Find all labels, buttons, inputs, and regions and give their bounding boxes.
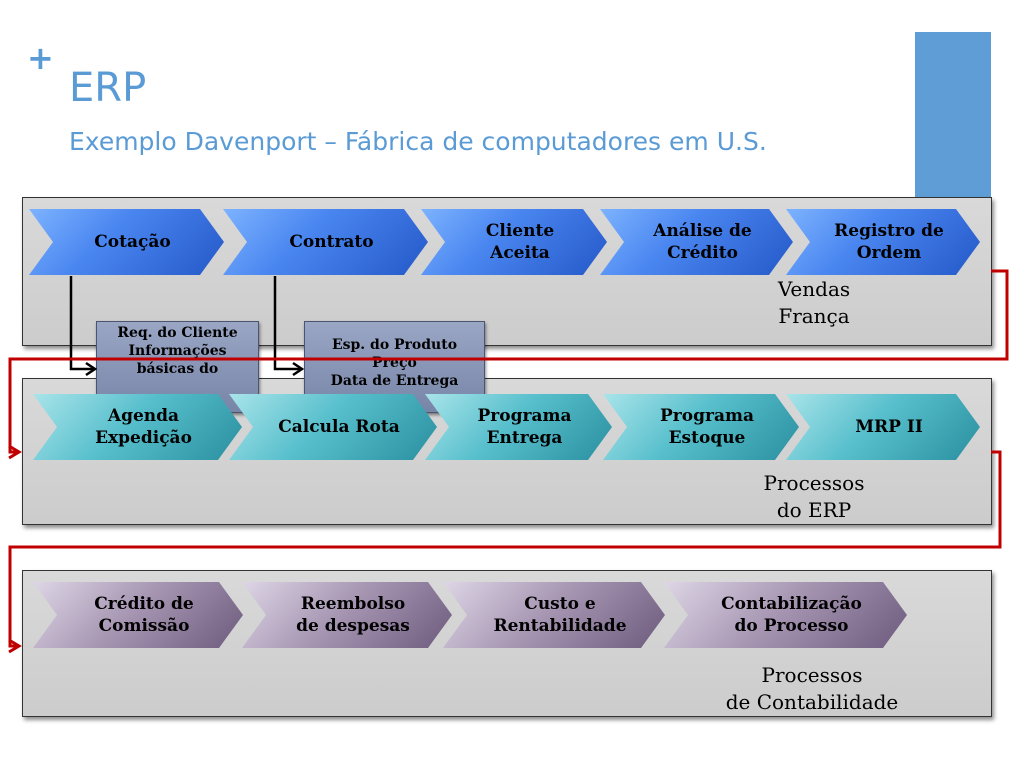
doc-line: básicas do <box>136 361 219 378</box>
doc-line: Informações <box>128 343 227 360</box>
step-label: Programa <box>477 405 572 426</box>
step-label: Custo e <box>524 593 596 614</box>
step-label: Reembolso <box>300 593 406 614</box>
step-label: de despesas <box>296 616 410 636</box>
caption-line: Vendas <box>777 277 851 301</box>
caption-processos-contabilidade: Processos de Contabilidade <box>712 662 912 716</box>
caption-line: de Contabilidade <box>725 690 899 714</box>
step-contrato: Contrato <box>223 209 428 275</box>
step-label: Contabilização <box>721 593 862 614</box>
accent-bar <box>915 32 991 209</box>
plus-icon: + <box>27 39 54 77</box>
step-label: Contrato <box>289 231 374 252</box>
step-label: Cliente <box>485 220 555 241</box>
step-calcula-rota: Calcula Rota <box>229 394 437 460</box>
caption-line: França <box>778 304 850 328</box>
caption-line: do ERP <box>776 498 852 522</box>
step-label: Cotação <box>94 231 171 252</box>
step-label: Registro de <box>834 220 944 241</box>
arrow-head-icon <box>8 444 22 460</box>
step-label: MRP II <box>855 416 923 437</box>
caption-vendas: Vendas França <box>754 276 874 330</box>
step-label: Entrega <box>486 428 563 448</box>
caption-processos-erp: Processos do ERP <box>744 470 884 524</box>
step-label: Ordem <box>856 243 922 263</box>
caption-line: Processos <box>763 471 865 495</box>
connector-sales-to-erp <box>8 269 1009 454</box>
step-label: Aceita <box>490 243 550 263</box>
arrow-head-icon <box>292 361 305 377</box>
slide-title: ERP <box>69 65 147 111</box>
step-label: do Processo <box>734 616 849 636</box>
step-label: Estoque <box>668 428 746 448</box>
step-label: Agenda <box>107 405 180 426</box>
arrow-head-icon <box>8 638 22 654</box>
doc-line: Data de Entrega <box>330 373 459 390</box>
connector-cotacao-doc <box>69 276 94 371</box>
step-label: Calcula Rota <box>278 416 400 437</box>
step-label: Crédito de <box>94 593 194 614</box>
doc-line: Req. do Cliente <box>117 325 238 341</box>
caption-line: Processos <box>761 663 863 687</box>
arrow-head-icon <box>85 361 98 377</box>
step-label: Crédito <box>667 243 738 263</box>
step-cotacao: Cotação <box>29 209 224 275</box>
connector-contrato-doc <box>273 276 301 371</box>
slide-subtitle: Exemplo Davenport – Fábrica de computado… <box>69 127 767 156</box>
step-label: Expedição <box>95 428 192 448</box>
step-mrp-ii: MRP II <box>786 394 980 460</box>
step-label: Programa <box>660 405 754 426</box>
step-label: Comissão <box>98 616 190 636</box>
step-label: Análise de <box>653 220 752 241</box>
doc-line: Esp. do Produto <box>331 337 458 353</box>
step-label: Rentabilidade <box>493 616 627 636</box>
connector-erp-to-accounting <box>8 450 1002 648</box>
